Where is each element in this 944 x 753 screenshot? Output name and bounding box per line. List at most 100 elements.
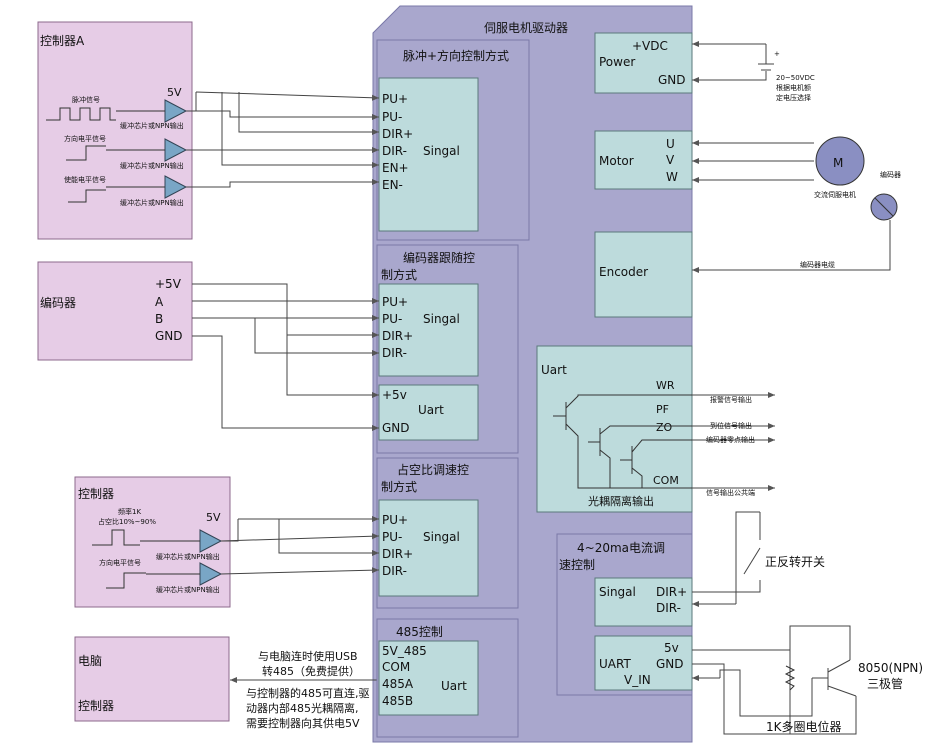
pc-note-2-line3: 需要控制器向其供电5V (246, 716, 360, 730)
em-pin-dir-minus: DIR- (382, 346, 407, 360)
direction-signal-label: 方向电平信号 (64, 134, 106, 143)
buffer-note-1: 缓冲芯片或NPN输出 (120, 121, 184, 130)
em-singal-label: Singal (423, 312, 460, 326)
pc-box (74, 636, 230, 722)
pd-pin-en-plus: EN+ (382, 161, 409, 175)
uart-pin-wr: WR (656, 379, 675, 392)
rs485-pin-b: 485B (382, 694, 413, 708)
current-mode-signal-box (594, 577, 693, 627)
pc-note-2-line2: 动器内部485光耦隔离, (246, 701, 359, 715)
pd-singal-label: Singal (423, 144, 460, 158)
power-label: Power (599, 55, 635, 69)
pulse-signal-label: 脉冲信号 (72, 95, 100, 104)
uart-output-wires (692, 392, 775, 491)
uart-output-zero: 编码器零点输出 (706, 435, 755, 444)
duty-label: 占空比10%~90% (98, 517, 156, 526)
dm-pin-pu-plus: PU+ (382, 513, 408, 527)
rs485-title: 485控制 (396, 625, 443, 639)
transistor-label-2: 三极管 (867, 676, 903, 691)
pc-controller-title: 控制器 (78, 699, 114, 713)
encoder-port-label: Encoder (599, 265, 648, 279)
current-mode-dir-plus: DIR+ (656, 585, 687, 599)
controller-5v: 5V (206, 511, 221, 524)
uart-output-title: Uart (541, 363, 567, 377)
current-mode-title-2: 速控制 (559, 558, 595, 572)
rs485-box (378, 640, 479, 716)
motor-pin-u: U (666, 137, 675, 151)
pc-title: 电脑 (78, 654, 102, 668)
dm-pin-pu-minus: PU- (382, 530, 402, 544)
motor-wires (692, 140, 814, 183)
motor-symbol-m: M (833, 156, 843, 170)
uart-pin-com: COM (653, 474, 679, 487)
pulse-dir-title: 脉冲+方向控制方式 (403, 48, 509, 63)
rs485-uart-label: Uart (441, 679, 467, 693)
em-uart-title: Uart (418, 403, 444, 417)
power-supply-1: 20~50VDC (776, 74, 815, 82)
buffer-note-3: 缓冲芯片或NPN输出 (120, 198, 184, 207)
buffer-note-2: 缓冲芯片或NPN输出 (120, 161, 184, 170)
uart-pin-zo: ZO (656, 421, 673, 434)
controller-a-box (37, 21, 193, 240)
power-supply-2: 根据电机额 (776, 83, 811, 92)
duty-mode-signal-box (378, 499, 479, 597)
uart-isolation-label: 光耦隔离输出 (588, 494, 654, 508)
pd-pin-dir-minus: DIR- (382, 144, 407, 158)
motor-label: Motor (599, 154, 634, 168)
duty-mode-title-2: 制方式 (381, 479, 417, 494)
current-mode-5v: 5v (664, 641, 679, 655)
duty-mode-title-1: 占空比调速控 (397, 462, 469, 477)
controller-a-wires (186, 91, 380, 188)
duty-waveform (92, 529, 140, 546)
encoder-box (37, 261, 193, 361)
power-box (594, 32, 693, 94)
encoder-pin-b: B (155, 312, 163, 326)
reverse-switch-label: 正反转开关 (765, 554, 825, 569)
uart-output-alarm: 报警信号输出 (710, 395, 752, 404)
pulse-dir-signal-box (378, 77, 479, 232)
dm-pin-dir-plus: DIR+ (382, 547, 413, 561)
current-mode-singal: Singal (599, 585, 636, 599)
rs485-pin-a: 485A (382, 677, 414, 691)
encoder-pin-gnd: GND (155, 329, 183, 343)
enable-signal-label: 使能电平信号 (64, 175, 106, 184)
pc-note-1-line1: 与电脑连时使用USB (258, 650, 358, 663)
pc-note-2-line1: 与控制器的485可直连,驱 (246, 686, 370, 700)
uart-output-common: 信号输出公共端 (706, 488, 755, 497)
encoder-cable (692, 220, 891, 273)
encoder-mode-title-2: 制方式 (381, 267, 417, 282)
controller-a-5v: 5V (167, 86, 182, 99)
motor-encoder-label: 编码器 (880, 170, 901, 179)
em-pin-pu-minus: PU- (382, 312, 402, 326)
uart-pin-pf: PF (656, 403, 669, 416)
controller-buffer-note-1: 缓冲芯片或NPN输出 (156, 552, 220, 561)
power-supply-3: 定电压选择 (776, 93, 811, 102)
dm-singal-label: Singal (423, 530, 460, 544)
controller-wires (220, 516, 380, 575)
controller-direction-waveform (106, 572, 146, 589)
encoder-pin-a: A (155, 295, 164, 309)
current-mode-wires (692, 511, 857, 735)
servo-motor-symbol (815, 136, 865, 186)
em-pin-pu-plus: PU+ (382, 295, 408, 309)
uart-output-inpos: 到位信号输出 (710, 421, 752, 430)
current-mode-uart: UART (599, 657, 631, 671)
motor-pin-v: V (666, 153, 675, 167)
direction-waveform (66, 145, 106, 161)
enable-waveform (68, 189, 106, 203)
em-uart-gnd: GND (382, 421, 410, 435)
current-mode-vin: V_IN (624, 673, 651, 687)
em-uart-5v: +5v (382, 388, 407, 402)
transistor-label-1: 8050(NPN) (858, 661, 923, 675)
encoder-mode-signal-box (378, 283, 479, 377)
potentiometer-symbol (784, 665, 796, 691)
pd-pin-en-minus: EN- (382, 178, 403, 192)
servo-motor-label: 交流伺服电机 (814, 190, 856, 199)
rs485-pin-com: COM (382, 660, 410, 674)
power-wires (692, 41, 774, 83)
encoder-title: 编码器 (40, 295, 76, 310)
pulse-waveform (46, 107, 116, 121)
controller-title: 控制器 (78, 487, 114, 501)
